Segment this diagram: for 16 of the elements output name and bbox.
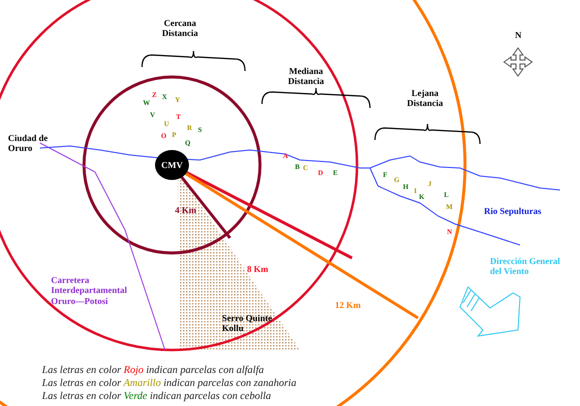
- distance-label: 8 Km: [247, 264, 268, 274]
- direction-label: Dirección General del Viento: [490, 256, 562, 277]
- legend-text: Las letras en color Amarillo indican parcelas con zanahoria: [42, 379, 296, 390]
- zone-label: Lejana Distancia: [406, 88, 444, 109]
- legend-text: Las letras en color Rojo indican parcelas con alfalfa: [42, 366, 264, 376]
- center-circle: CMV: [155, 150, 189, 180]
- compass-letter: N: [515, 30, 522, 40]
- river-label: Rio Sepulturas: [484, 206, 542, 216]
- place-label: Ciudad de Oruro: [8, 133, 49, 154]
- distance-label: 12 Km: [335, 300, 361, 310]
- legend-text: Las letras en color Verde indican parcelas con cebolla: [42, 392, 272, 402]
- place-label: Serro Quinte Kollu: [222, 313, 274, 334]
- zone-label: Mediana Distancia: [287, 66, 325, 87]
- distance-label: 4 Km: [175, 205, 196, 216]
- road-label: Carretera Interdepartamental Oruro—Potosi: [51, 275, 128, 306]
- zone-label: Cercana Distancia: [161, 18, 199, 39]
